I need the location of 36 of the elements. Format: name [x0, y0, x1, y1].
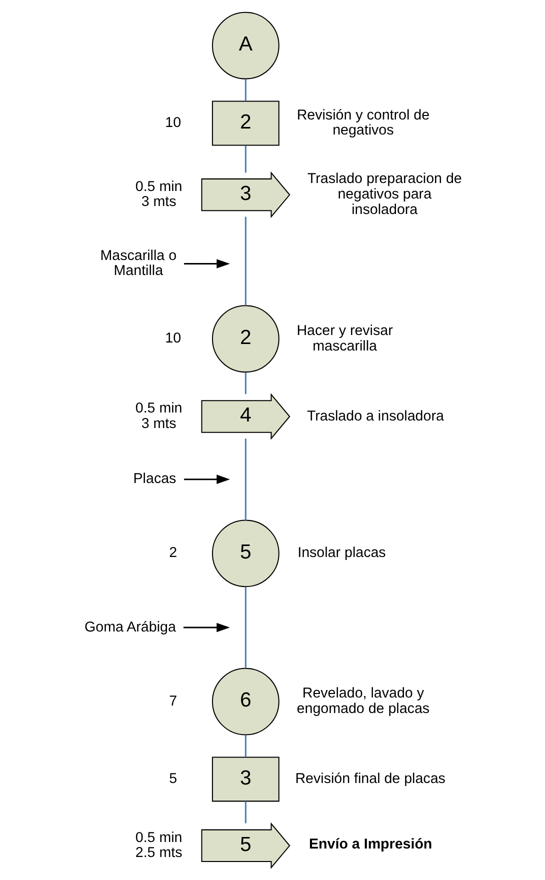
connector: [244, 735, 246, 757]
connector: [244, 438, 246, 520]
node-circle: 5: [212, 520, 280, 588]
node-label: Revisión final de placas: [295, 771, 446, 788]
node-label: 2: [169, 545, 178, 562]
node-text: Mascarilla o Mantilla: [100, 248, 177, 280]
arrow: [183, 622, 230, 632]
connector: [244, 146, 246, 173]
node-circle: 6: [212, 668, 280, 736]
node-circle: A: [212, 12, 280, 80]
arrow: [184, 259, 230, 268]
arrow: [184, 474, 230, 484]
node-circle: 2: [212, 305, 280, 373]
node-label: Insolar placas: [298, 545, 386, 562]
connector: [244, 586, 246, 668]
node-label: 0.5 min 3 mts: [135, 178, 182, 210]
node-label: 10: [165, 330, 182, 347]
connector: [244, 216, 246, 306]
node-label: Traslado preparacion de negativos para insoladora: [307, 171, 462, 218]
node-label: Revisión y control de negativos: [296, 107, 430, 139]
node-label: Hacer y revisar mascarilla: [296, 322, 393, 354]
node-label: 0.5 min 2.5 mts: [135, 830, 182, 862]
node-label: Traslado a insoladora: [306, 408, 444, 424]
node-box: 3: [212, 756, 280, 802]
node-label: Envío a Impresión: [309, 836, 432, 852]
node-label: 5: [169, 771, 178, 788]
node-label: 7: [169, 693, 178, 710]
connector: [244, 79, 246, 101]
node-label: 0.5 min 3 mts: [135, 400, 182, 432]
node-label: 10: [165, 115, 182, 132]
node-label: Revelado, lavado y engomado de placas: [296, 686, 430, 718]
node-text: Placas: [133, 471, 176, 488]
node-box: 2: [212, 100, 280, 146]
connector: [244, 801, 246, 824]
node-text: Goma Arábiga: [84, 619, 176, 636]
connector: [244, 372, 246, 394]
